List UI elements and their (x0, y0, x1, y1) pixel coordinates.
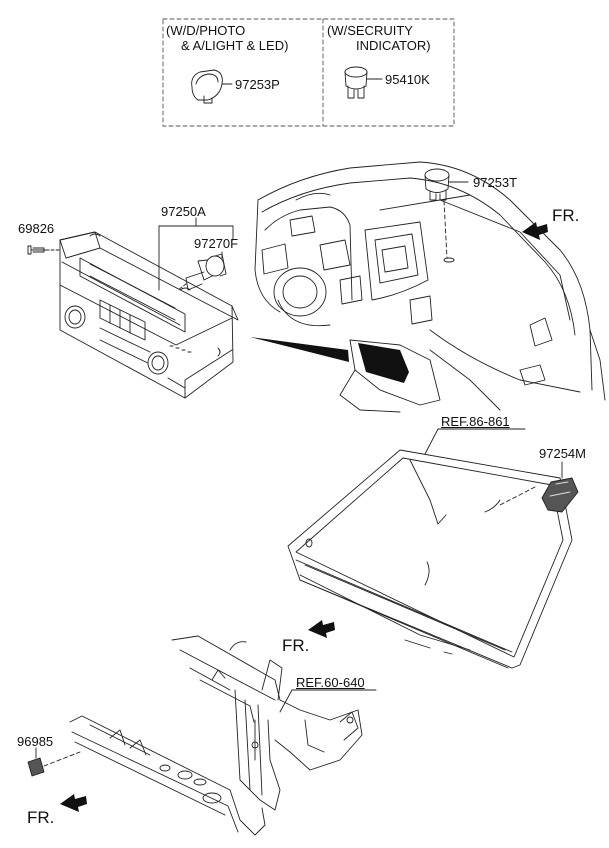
dashboard-illustration (254, 161, 606, 413)
heater-control-callout (158, 217, 234, 291)
part-label-97250A: 97250A (161, 204, 206, 219)
part-label-69826: 69826 (18, 221, 55, 236)
windshield-sensor-icon (499, 461, 579, 513)
options-box (162, 18, 455, 127)
fr-label-mid: FR. (282, 636, 310, 655)
option-left-caption-line1: (W/D/PHOTO (166, 23, 246, 38)
security-indicator-option-icon (344, 66, 383, 99)
option-right-part-number: 95410K (385, 72, 430, 87)
option-left-part-number: 97253P (235, 77, 280, 92)
part-label-97270F: 97270F (194, 236, 239, 251)
screw-icon (27, 245, 61, 255)
fr-label-top: FR. (552, 206, 580, 225)
front-carrier-illustration (69, 635, 363, 836)
heater-control-unit (59, 231, 239, 399)
fr-arrow-top (522, 222, 548, 240)
part-label-97253T: 97253T (473, 175, 518, 190)
callout-wedge (250, 337, 349, 362)
heater-control-slot (358, 343, 409, 383)
windshield-ref-leader (424, 428, 526, 455)
part-label-97254M: 97254M (539, 446, 586, 461)
option-right-caption-line2: INDICATOR) (356, 38, 431, 53)
bracket-clip-icon (27, 747, 81, 777)
ref-label-carrier: REF.60-640 (296, 675, 365, 690)
part-label-96985: 96985 (17, 734, 54, 749)
ref-label-windshield: REF.86-861 (441, 414, 510, 429)
option-right-caption-line1: (W/SECRUITY (327, 23, 413, 38)
windshield-illustration (287, 449, 573, 669)
carrier-ref-leader (279, 689, 377, 713)
option-left-caption-line2: & A/LIGHT & LED) (181, 38, 289, 53)
fr-arrow-mid (308, 620, 335, 638)
fr-arrow-bottom (60, 794, 87, 812)
fr-label-bottom: FR. (27, 808, 55, 827)
photo-sensor-option-icon (191, 69, 233, 104)
sensor-f-icon (177, 251, 227, 291)
photo-sensor-top-icon (424, 168, 469, 263)
